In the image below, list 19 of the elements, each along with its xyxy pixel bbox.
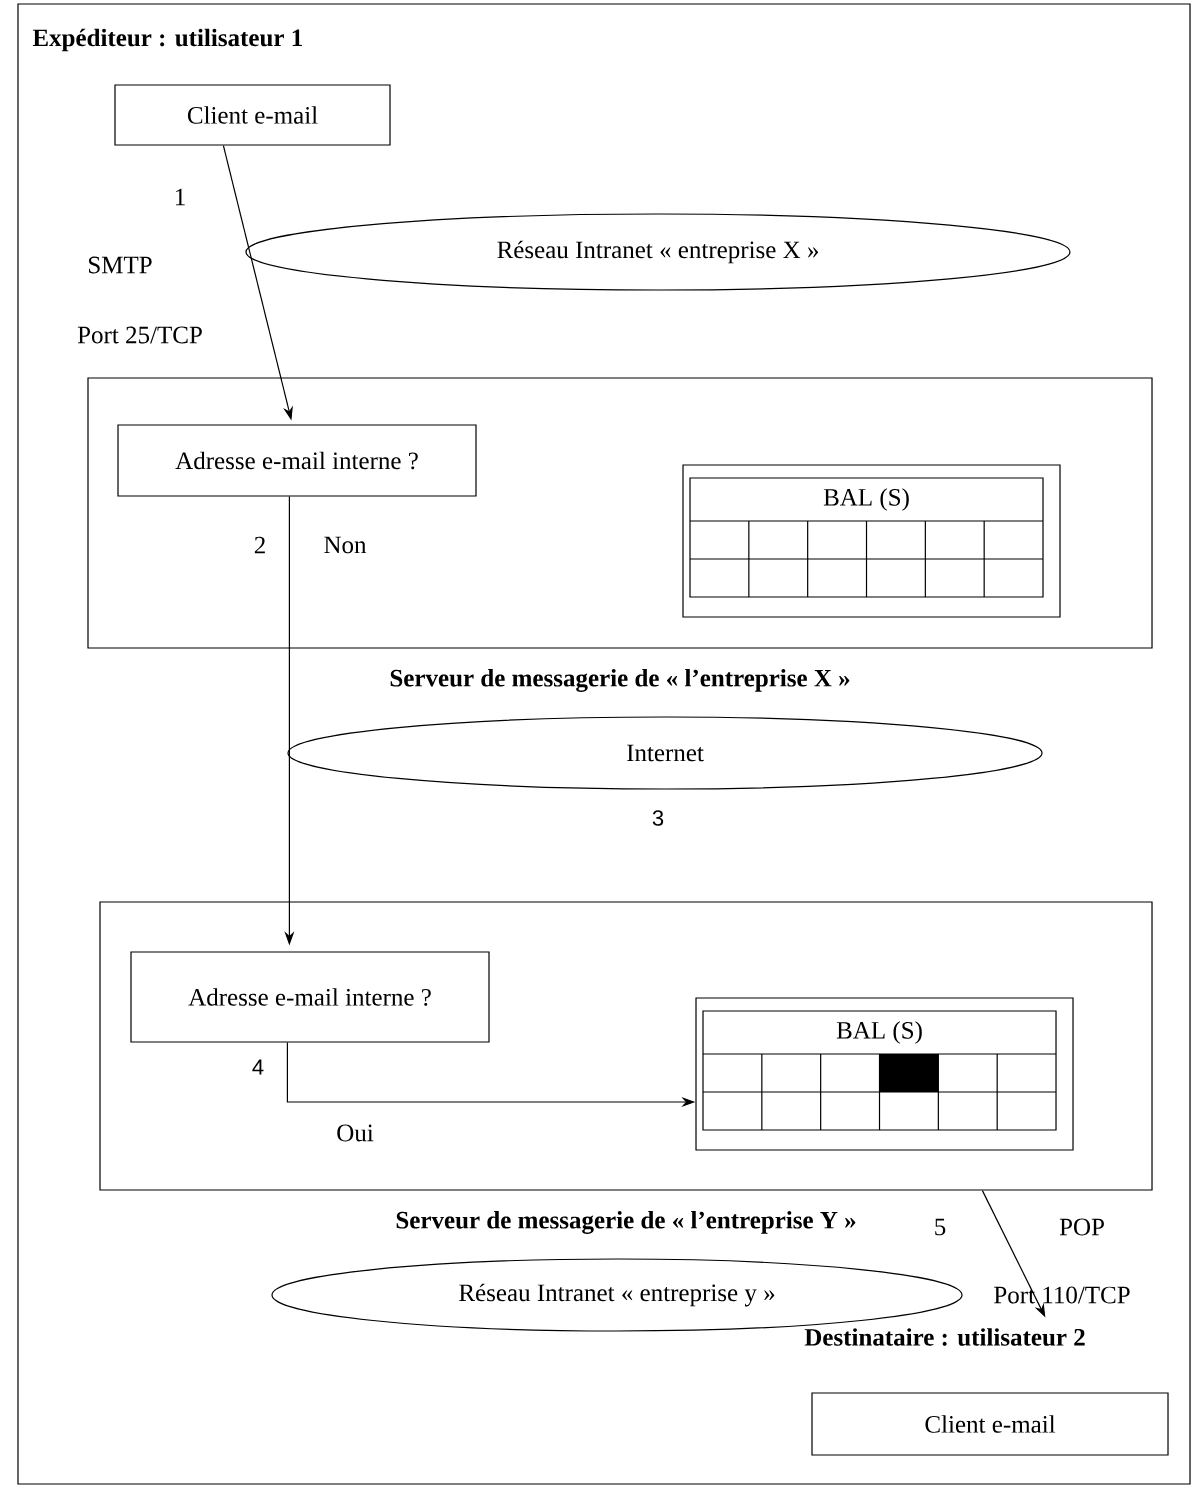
process-box: Adresse e-mail interne ? xyxy=(130,951,490,1043)
process-box: Client e-mail xyxy=(811,1392,1169,1456)
annotation-text: Port 110/TCP xyxy=(994,1286,1130,1304)
node-label: Serveur de messagerie de « l’entreprise Y » xyxy=(396,1211,856,1234)
annotation-text: Oui xyxy=(337,1124,374,1142)
mailbox-table: BAL (S) xyxy=(682,464,1061,618)
mailbox-table: BAL (S) xyxy=(695,997,1074,1151)
annotation-text: Non xyxy=(324,536,367,554)
annotation-text: 1 xyxy=(175,188,185,206)
annotation-text: SMTP xyxy=(89,256,152,274)
annotation-text: POP xyxy=(1059,1218,1104,1236)
annotation-text: 2 xyxy=(254,536,265,554)
heading: Expéditeur : utilisateur 1 xyxy=(32,28,302,52)
process-box: Adresse e-mail interne ? xyxy=(117,424,477,497)
annotation-text: 5 xyxy=(935,1218,946,1236)
annotation-text: 3 xyxy=(652,810,664,826)
annotation-text: Port 25/TCP xyxy=(77,326,202,344)
node-label: Serveur de messagerie de « l’entreprise X » xyxy=(390,669,850,692)
process-box: Client e-mail xyxy=(114,84,391,146)
